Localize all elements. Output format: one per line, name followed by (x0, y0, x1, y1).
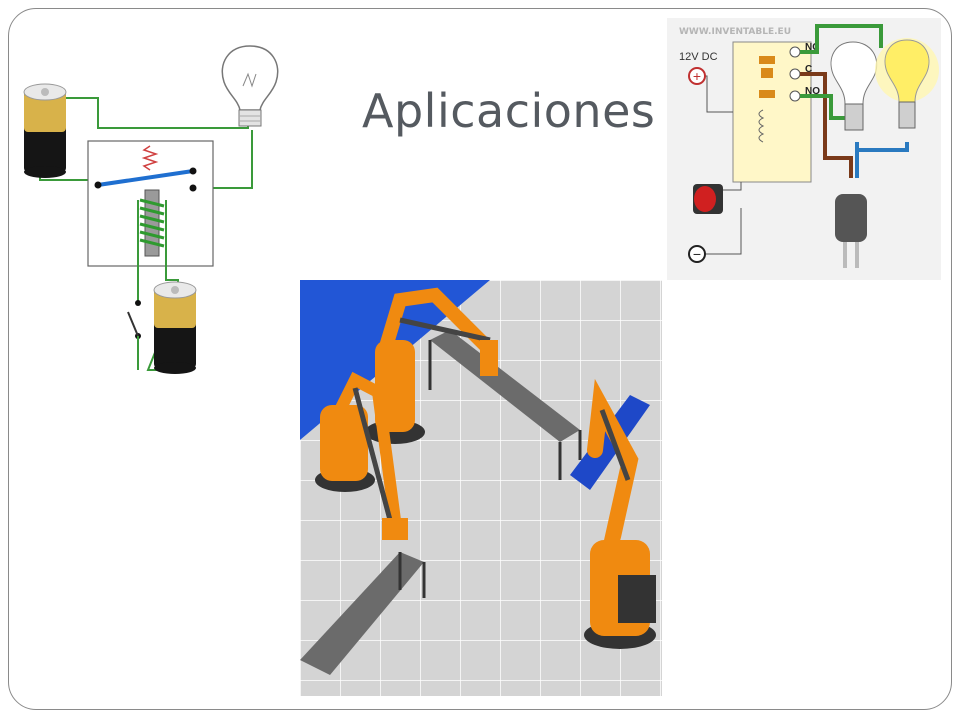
minus-symbol: − (693, 246, 701, 262)
contact-no-label: NO (805, 86, 820, 97)
relay-wiring-diagram: WWW.INVENTABLE.EU 12V DC NC C NO + − (667, 18, 941, 280)
plus-symbol: + (693, 68, 701, 84)
contact-nc-label: NC (805, 42, 819, 53)
relay-terminals (789, 46, 801, 102)
plus-terminal: + (688, 67, 706, 85)
light-bulb-icon (221, 45, 279, 127)
plug-icon (835, 194, 867, 268)
supply-label: 12V DC (679, 51, 718, 63)
relay-circuit-diagram (23, 45, 279, 374)
slide-title: Aplicaciones (362, 84, 656, 138)
watermark-text: WWW.INVENTABLE.EU (679, 27, 791, 37)
conveyor-icon (428, 330, 582, 480)
relay-icon (87, 140, 214, 270)
robot-arm-icon (315, 371, 408, 540)
relay-icon (732, 41, 812, 183)
light-bulb-icon (830, 41, 878, 131)
wiring-wires (800, 24, 909, 178)
light-bulb-icon (875, 38, 939, 129)
robot-arm-icon (584, 378, 656, 649)
pallet (570, 395, 650, 490)
switch-icon (127, 300, 141, 370)
battery-icon (23, 83, 67, 178)
push-button-icon (693, 184, 723, 214)
contact-c-label: C (805, 64, 812, 75)
minus-terminal: − (688, 245, 706, 263)
conveyor-icon (300, 552, 426, 675)
battery-icon (153, 281, 197, 374)
robot-cell-simulation (300, 280, 662, 696)
